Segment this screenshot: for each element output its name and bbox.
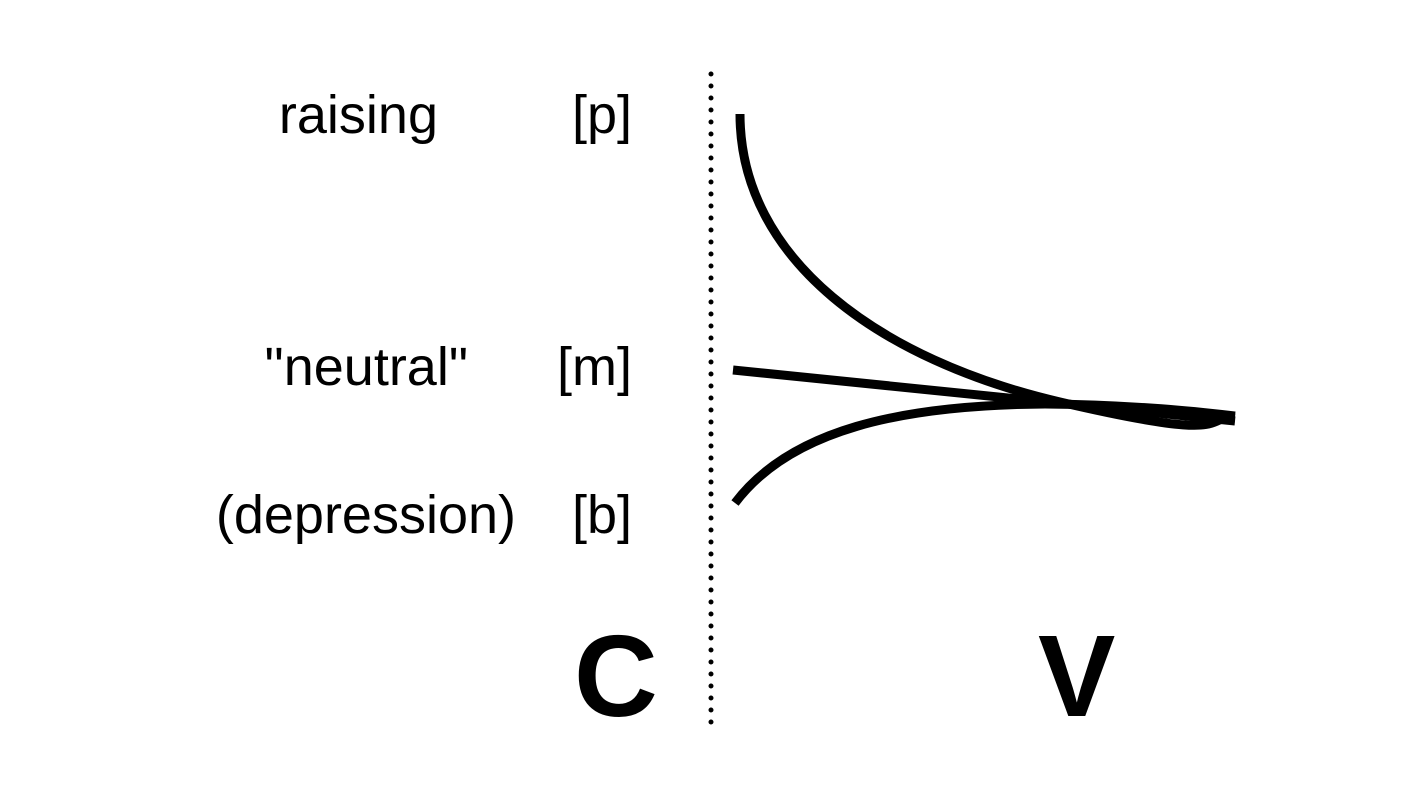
- consonant-b: [b]: [571, 485, 632, 545]
- segment-c-label: C: [574, 611, 658, 741]
- label-depression: (depression): [215, 485, 516, 545]
- segment-v-label: V: [1038, 611, 1116, 741]
- depression-contour: [731, 399, 1236, 506]
- label-neutral: "neutral": [264, 337, 468, 397]
- consonant-p: [p]: [571, 85, 632, 145]
- consonant-m: [m]: [557, 337, 632, 397]
- label-raising: raising: [278, 85, 438, 145]
